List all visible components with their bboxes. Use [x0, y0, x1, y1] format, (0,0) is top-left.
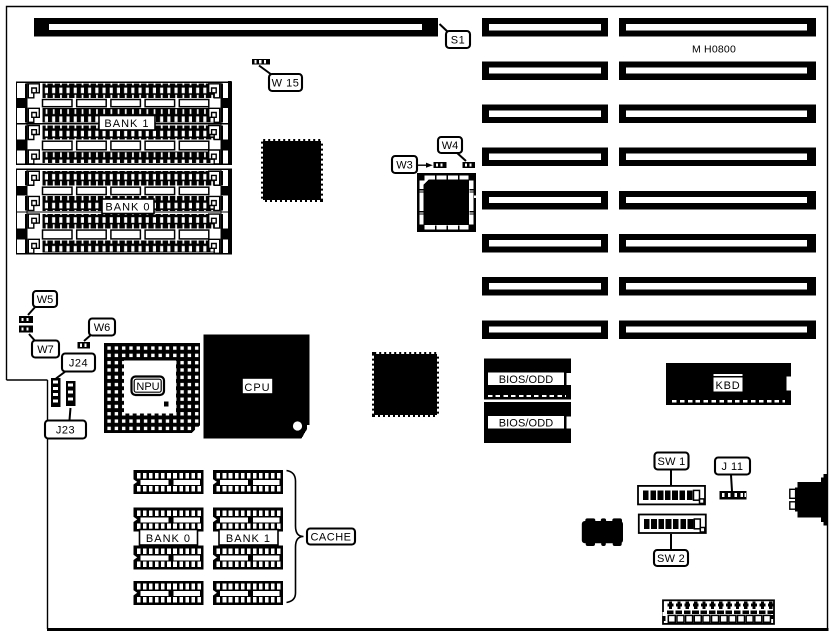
svg-text:S1: S1 — [451, 34, 465, 46]
svg-text:W3: W3 — [396, 159, 413, 171]
svg-text:BANK 1: BANK 1 — [104, 118, 149, 130]
svg-text:W7: W7 — [37, 344, 54, 356]
svg-text:BANK 1: BANK 1 — [226, 533, 271, 545]
svg-text:W 15: W 15 — [272, 77, 300, 89]
svg-text:CPU: CPU — [244, 382, 270, 394]
svg-text:W4: W4 — [442, 140, 459, 152]
svg-text:NPU: NPU — [136, 381, 159, 393]
svg-text:BANK 0: BANK 0 — [146, 533, 191, 545]
svg-text:SW 2: SW 2 — [657, 553, 685, 565]
svg-text:W5: W5 — [37, 294, 54, 306]
svg-text:BIOS/ODD: BIOS/ODD — [499, 374, 554, 386]
svg-text:CACHE: CACHE — [310, 531, 351, 543]
svg-text:J 11: J 11 — [722, 461, 744, 473]
svg-text:J24: J24 — [69, 357, 88, 369]
svg-text:M H0800: M H0800 — [692, 44, 736, 56]
svg-text:W6: W6 — [94, 322, 111, 334]
svg-text:KBD: KBD — [715, 380, 740, 392]
svg-text:BIOS/ODD: BIOS/ODD — [499, 417, 554, 429]
svg-text:SW 1: SW 1 — [657, 456, 685, 468]
svg-text:BANK 0: BANK 0 — [105, 202, 150, 214]
svg-text:J23: J23 — [56, 424, 75, 436]
